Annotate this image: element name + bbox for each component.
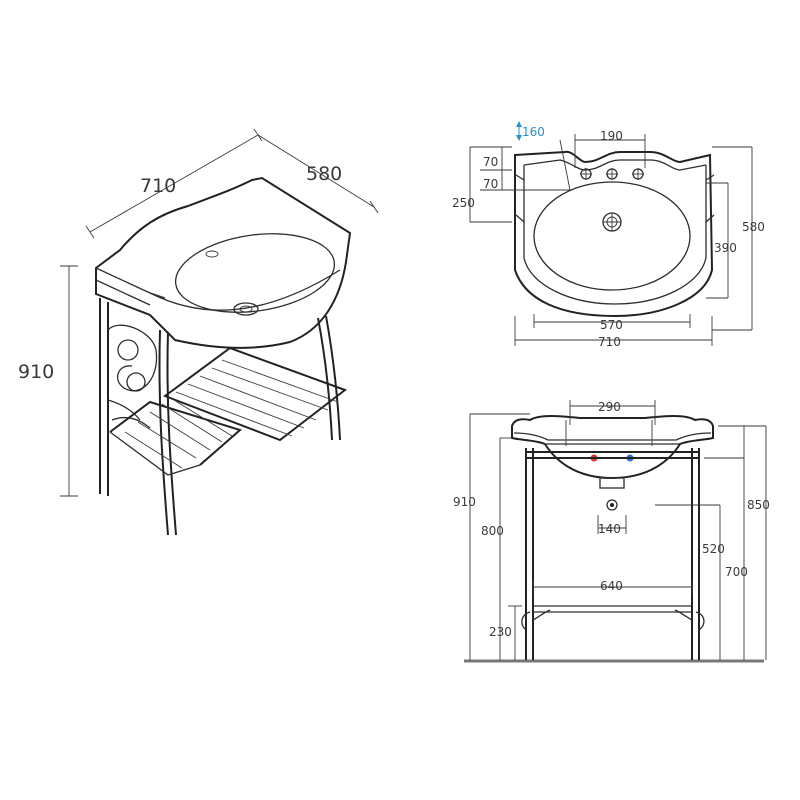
bowl-top: [533, 181, 691, 291]
bowl-width-label: 570: [600, 318, 623, 332]
shelf-height-label: 230: [489, 625, 512, 639]
front-depth-label: 250: [452, 196, 475, 210]
perspective-width-label: 710: [140, 175, 176, 197]
tap-holes-top: [580, 168, 644, 180]
top-view: 160 190 70 70 250 390 580 570 710: [452, 121, 765, 349]
basin-top-outline: [514, 150, 714, 318]
perspective-depth-label: 580: [306, 163, 342, 185]
bowl-depth-label: 390: [714, 241, 737, 255]
front-view-dimensions: [469, 400, 767, 660]
tap-offset-1-label: 70: [483, 155, 498, 169]
perspective-height-label: 910: [18, 361, 54, 383]
height-850-label: 850: [747, 498, 770, 512]
tap-height-label: 160: [522, 125, 545, 139]
rim-height-label: 800: [481, 524, 504, 538]
waste-width-label: 140: [598, 522, 621, 536]
height-700-label: 700: [725, 565, 748, 579]
shelf-perspective: [109, 346, 348, 476]
perspective-view: 710 580 910: [18, 128, 379, 536]
perspective-dimensions: [60, 128, 379, 497]
frame-width-label: 640: [600, 579, 623, 593]
stand-front: [521, 448, 705, 660]
tap-spacing-front-label: 290: [598, 400, 621, 414]
top-view-dimensions: [469, 121, 753, 346]
overall-depth-label: 580: [742, 220, 765, 234]
front-view: 290 910 800 140 520 640 850 700 230: [453, 400, 770, 663]
stand-perspective: [99, 298, 341, 536]
overall-width-label: 710: [598, 335, 621, 349]
basin-perspective: [95, 176, 352, 349]
tap-spacing-top-label: 190: [600, 129, 623, 143]
tap-offset-2-label: 70: [483, 177, 498, 191]
height-overall-label: 910: [453, 495, 476, 509]
basin-front: [511, 415, 714, 511]
waste-height-label: 520: [702, 542, 725, 556]
